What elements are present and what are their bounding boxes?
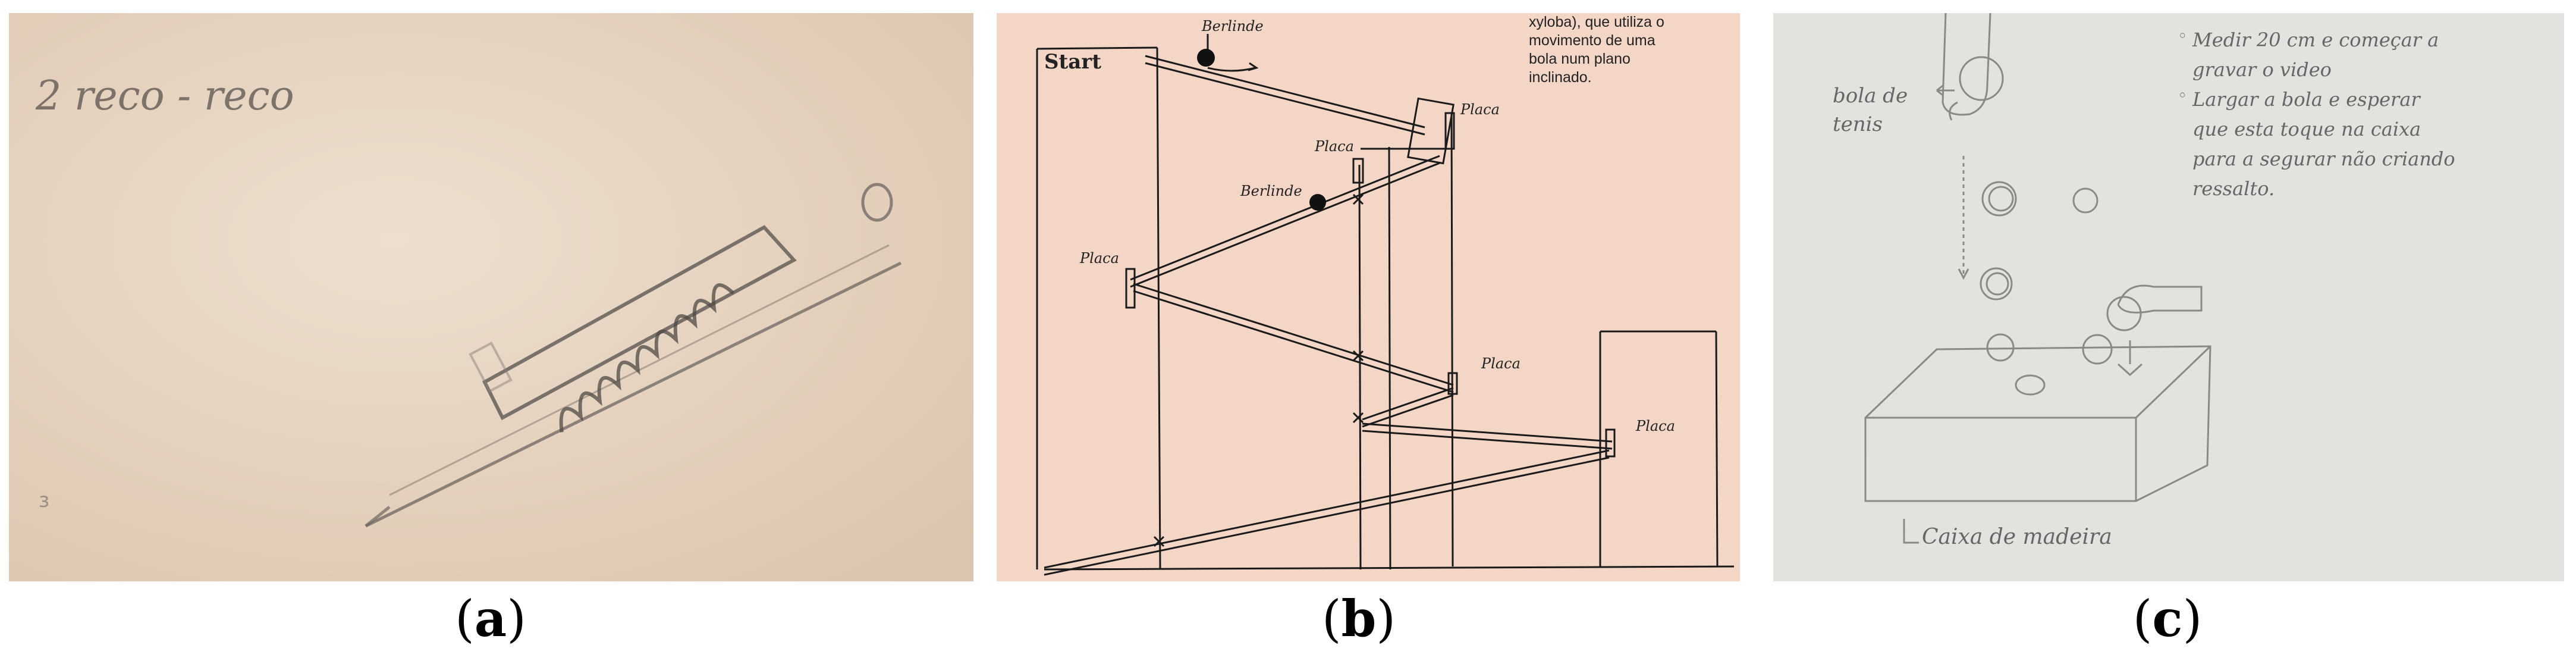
berlinde-label-1: Berlinde	[1202, 18, 1264, 35]
reco-reco-body	[482, 225, 797, 421]
caption-b-close: )	[1376, 590, 1396, 648]
wooden-box	[1864, 345, 2211, 502]
panel-c-photo: bola de tenis Medir 20 cm e começar a gr…	[1773, 13, 2564, 581]
caption-b-open: (	[1321, 590, 1342, 648]
caption-b-letter: b	[1341, 589, 1377, 648]
placa-label-4: Placa	[1481, 355, 1521, 372]
book-excerpt: xyloba), que utiliza o movimento de uma …	[1529, 14, 1664, 86]
placa-label-1: Placa	[1460, 101, 1500, 118]
caption-a-close: )	[507, 590, 526, 648]
ball-circle	[861, 183, 893, 222]
caption-c-open: (	[2132, 590, 2153, 648]
panel-c-sketch	[1773, 13, 2564, 581]
caption-b: (b)	[1240, 589, 1478, 648]
caption-c-close: )	[2182, 590, 2203, 648]
panel-b-drawing	[997, 13, 1740, 581]
placa-label-3: Placa	[1080, 250, 1119, 267]
panel-a-sketch: ɜ	[9, 13, 973, 581]
panel-a-title: 2 reco - reco	[36, 73, 294, 120]
ball-label: bola de tenis	[1833, 84, 1908, 136]
berlinde-ball-1	[1197, 49, 1215, 67]
caption-a-open: (	[455, 590, 475, 648]
panel-a-photo: ɜ 2 reco - reco	[9, 13, 973, 581]
panel-b-diagram: xyloba), que utiliza o movimento de uma …	[997, 13, 1740, 581]
caption-a-letter: a	[474, 589, 507, 648]
bullet-1: ◦	[2178, 26, 2188, 46]
base-line	[1044, 565, 1735, 571]
berlinde-label-2: Berlinde	[1240, 183, 1302, 199]
caption-c-letter: c	[2152, 589, 2183, 648]
caption-a: (a)	[372, 589, 610, 648]
instruction-2: Largar a bola e esperar que esta toque n…	[2192, 88, 2455, 200]
ramp-line	[365, 261, 902, 528]
start-label: Start	[1044, 50, 1101, 74]
caption-c: (c)	[2049, 589, 2286, 648]
placa-label-5: Placa	[1636, 418, 1675, 434]
placa-label-2: Placa	[1315, 138, 1354, 155]
instruction-1: Medir 20 cm e começar a gravar o video	[2192, 29, 2439, 81]
reco-reco-ridges	[559, 283, 735, 433]
box-label: Caixa de madeira	[1922, 525, 2112, 549]
bullet-2: ◦	[2178, 86, 2188, 105]
berlinde-ball-2	[1309, 194, 1326, 211]
svg-text:ɜ: ɜ	[39, 489, 49, 512]
